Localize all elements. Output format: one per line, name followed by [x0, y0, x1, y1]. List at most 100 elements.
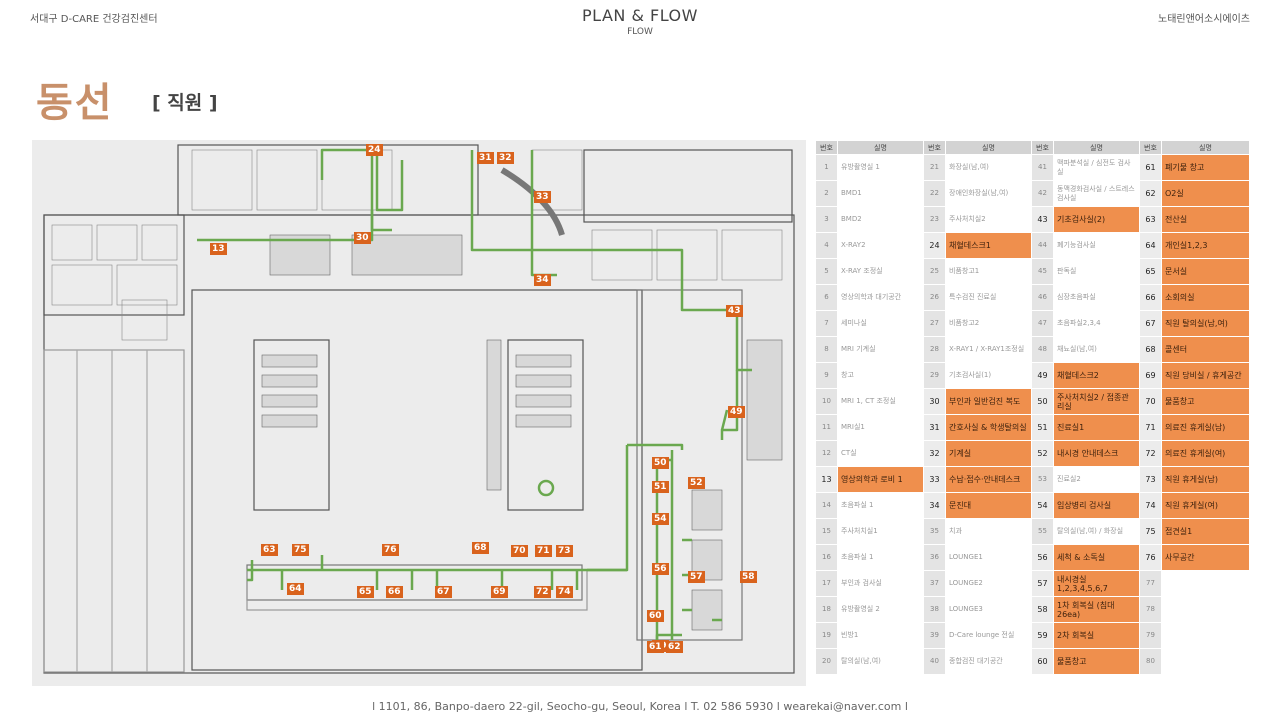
- room-number-tag: 43: [726, 305, 743, 317]
- legend-room-name: 장애인화장실(남,여): [945, 180, 1032, 207]
- legend-room-name: O2실: [1161, 180, 1250, 207]
- legend-room-name: 진료실2: [1053, 466, 1140, 493]
- legend-room-number: 67: [1139, 310, 1162, 337]
- legend-room-name: LOUNGE3: [945, 596, 1032, 623]
- room-number-tag: 67: [435, 586, 452, 598]
- legend-room-name: 비품창고2: [945, 310, 1032, 337]
- legend-room-number: 24: [923, 232, 946, 259]
- legend-room-number: 60: [1031, 648, 1054, 675]
- legend-room-name: 1차 회복실 (침대26ea): [1053, 596, 1140, 623]
- legend-room-number: 66: [1139, 284, 1162, 311]
- legend-room-number: 32: [923, 440, 946, 467]
- legend-room-name: 채뇨실(남,여): [1053, 336, 1140, 363]
- legend-room-name: 주사처치실2 / 접종관리실: [1053, 388, 1140, 415]
- floor-plan: 1324303132333443495051525456575859606162…: [32, 140, 806, 686]
- header-center: PLAN & FLOW FLOW: [0, 6, 1280, 37]
- legend-room-name: 판독실: [1053, 258, 1140, 285]
- legend-room-name: 채혈데스크1: [945, 232, 1032, 259]
- room-number-tag: 54: [652, 513, 669, 525]
- legend-room-number: 21: [923, 154, 946, 181]
- room-number-tag: 24: [366, 144, 383, 156]
- legend-room-number: 41: [1031, 154, 1054, 181]
- legend-room-number: 63: [1139, 206, 1162, 233]
- legend-room-name: [1161, 622, 1250, 649]
- legend-room-name: 진료실1: [1053, 414, 1140, 441]
- legend-room-name: 부인과 일반검진 복도: [945, 388, 1032, 415]
- legend-room-name: 수납·접수·안내데스크: [945, 466, 1032, 493]
- legend-room-number: 37: [923, 570, 946, 597]
- legend-room-name: 동맥경화검사실 / 스트레스 검사실: [1053, 180, 1140, 207]
- room-number-tag: 69: [491, 586, 508, 598]
- legend-room-number: 5: [815, 258, 838, 285]
- header-title: PLAN & FLOW: [582, 6, 698, 25]
- legend-room-name: 직원 휴게실(여): [1161, 492, 1250, 519]
- plan-partitions: [261, 234, 783, 631]
- room-number-tag: 60: [647, 610, 664, 622]
- legend-room-number: 29: [923, 362, 946, 389]
- legend-room-number: 3: [815, 206, 838, 233]
- legend-room-name: 기초검사실(2): [1053, 206, 1140, 233]
- legend-room-number: 80: [1139, 648, 1162, 675]
- legend-room-name: BMD1: [837, 180, 924, 207]
- legend-room-number: 58: [1031, 596, 1054, 623]
- legend-room-name: 초음파실 1: [837, 492, 924, 519]
- legend-room-name: 직원 휴게실(남): [1161, 466, 1250, 493]
- legend-room-name: 탈의실(남,여) / 화장실: [1053, 518, 1140, 545]
- legend-room-number: 49: [1031, 362, 1054, 389]
- legend-header-cell: 번호: [923, 140, 946, 155]
- legend-room-name: X-RAY2: [837, 232, 924, 259]
- legend-room-name: 유방촬영실 2: [837, 596, 924, 623]
- legend-room-number: 22: [923, 180, 946, 207]
- legend-room-name: 폐기물 창고: [1161, 154, 1250, 181]
- room-number-tag: 70: [511, 545, 528, 557]
- legend-room-name: 직원 탈의실(남,여): [1161, 310, 1250, 337]
- room-number-tag: 68: [472, 542, 489, 554]
- legend-room-name: [1161, 648, 1250, 675]
- legend-room-number: 30: [923, 388, 946, 415]
- header-right: 노태린앤어소시에이츠: [1158, 14, 1250, 25]
- room-number-tag: 75: [292, 544, 309, 556]
- legend-room-number: 77: [1139, 570, 1162, 597]
- legend-room-number: 54: [1031, 492, 1054, 519]
- legend-room-number: 40: [923, 648, 946, 675]
- staff-entry-point: [537, 479, 555, 497]
- legend-room-name: 세척 & 소독실: [1053, 544, 1140, 571]
- legend-room-name: 채혈데스크2: [1053, 362, 1140, 389]
- room-number-tag: 52: [688, 477, 705, 489]
- legend-room-number: 31: [923, 414, 946, 441]
- legend-room-number: 39: [923, 622, 946, 649]
- room-number-tag: 30: [354, 232, 371, 244]
- legend-room-number: 13: [815, 466, 838, 493]
- legend-room-name: LOUNGE2: [945, 570, 1032, 597]
- legend-room-name: 초음파실 1: [837, 544, 924, 571]
- legend-room-name: 물품창고: [1053, 648, 1140, 675]
- legend-room-number: 52: [1031, 440, 1054, 467]
- room-number-tag: 74: [556, 586, 573, 598]
- room-number-tag: 61: [647, 641, 664, 653]
- legend-room-name: 폐기능검사실: [1053, 232, 1140, 259]
- legend-room-name: 2차 회복실: [1053, 622, 1140, 649]
- legend-room-name: MRI실1: [837, 414, 924, 441]
- room-number-tag: 56: [652, 563, 669, 575]
- legend-room-name: BMD2: [837, 206, 924, 233]
- legend-room-number: 56: [1031, 544, 1054, 571]
- legend-room-number: 26: [923, 284, 946, 311]
- legend-room-number: 48: [1031, 336, 1054, 363]
- legend-room-name: [1161, 596, 1250, 623]
- legend-room-name: 주사처치실2: [945, 206, 1032, 233]
- legend-room-name: X-RAY1 / X-RAY1조정실: [945, 336, 1032, 363]
- room-number-tag: 31: [477, 152, 494, 164]
- room-number-tag: 76: [382, 544, 399, 556]
- legend-room-name: 부인과 검사실: [837, 570, 924, 597]
- legend-room-name: 임상병리 검사실: [1053, 492, 1140, 519]
